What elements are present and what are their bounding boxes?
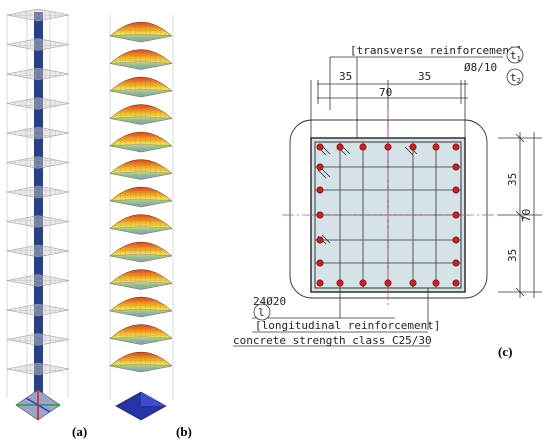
floor-slab-a [6, 185, 70, 199]
dim-right-total: 70 [520, 209, 533, 222]
model-a-base-support [15, 389, 61, 421]
stirrup-spec: Ø8/10 [464, 61, 497, 74]
longitudinal-bar [452, 186, 460, 194]
transverse-reinforcement-label: [transverse reinforcement] [350, 44, 522, 57]
caption-a: (a) [72, 424, 87, 439]
longitudinal-bars [316, 143, 460, 287]
concrete-class-label: concrete strength class C25/30 [233, 334, 432, 347]
longitudinal-bar [316, 236, 324, 244]
longitudinal-bar [316, 186, 324, 194]
longitudinal-bar [316, 143, 324, 151]
right-dimension-lines [498, 132, 542, 298]
longitudinal-bar [316, 259, 324, 267]
floor-slab-a [6, 362, 70, 376]
caption-b: (b) [176, 424, 192, 439]
floor-slab-a-fill [7, 274, 69, 287]
longitudinal-bar [409, 143, 417, 151]
longitudinal-bar [336, 143, 344, 151]
svg-text:l: l [258, 306, 265, 319]
longitudinal-bar [359, 279, 367, 287]
longitudinal-bar [336, 279, 344, 287]
longitudinal-bar [432, 143, 440, 151]
tag-l: l [253, 303, 271, 321]
bottom-leaders [252, 288, 429, 333]
longitudinal-bar [452, 279, 460, 287]
floor-slab-a [6, 274, 70, 287]
floor-slab-a-fill [7, 215, 69, 228]
floor-slab-a-fill [7, 127, 69, 139]
floor-slab-a [6, 97, 70, 110]
longitudinal-bar [452, 143, 460, 151]
floor-slab-a [6, 303, 70, 317]
floor-slab-a [6, 215, 70, 228]
caption-c: (c) [498, 344, 512, 359]
section-outline [289, 119, 488, 299]
longitudinal-bar [452, 236, 460, 244]
top-dimension-lines [310, 57, 468, 142]
floor-slab-a-fill [7, 38, 69, 51]
slab-b-edge [109, 88, 173, 98]
structural-model-b [109, 15, 174, 421]
slab-b-edge [109, 198, 173, 208]
slab-b-edge [109, 61, 173, 70]
model-b-bounding-frame [109, 15, 174, 400]
structural-model-a [6, 8, 70, 421]
floor-slab-a-fill [7, 97, 69, 110]
dim-top-left: 35 [339, 70, 352, 83]
longitudinal-bar [316, 163, 324, 171]
floor-slab-a [6, 8, 70, 22]
longitudinal-bar [432, 279, 440, 287]
slab-b-edge [109, 336, 173, 345]
slab-b-edge [109, 116, 173, 125]
svg-text:t1: t1 [510, 49, 521, 63]
dim-top-total: 70 [379, 86, 392, 99]
dim-right-top: 35 [506, 173, 519, 186]
longitudinal-reinforcement-label: [longitudinal reinforcement] [255, 319, 440, 332]
longitudinal-bar [384, 143, 392, 151]
model-b-deformed-slabs [109, 21, 173, 373]
slab-b-edge [109, 363, 173, 373]
longitudinal-count: 24Ø20 [253, 295, 286, 308]
longitudinal-bar [452, 259, 460, 267]
longitudinal-bar [452, 211, 460, 219]
dim-right-bottom: 35 [506, 249, 519, 262]
floor-slab-a-fill [7, 304, 69, 316]
floor-slab-a [6, 244, 70, 258]
floor-slab-a-fill [7, 68, 69, 80]
floor-slab-a-fill [7, 245, 69, 257]
floor-slab-a-fill [7, 156, 69, 169]
longitudinal-bar [409, 279, 417, 287]
dim-top-right: 35 [418, 70, 431, 83]
tag-t1: t1 [506, 46, 524, 64]
slab-b-edge [109, 226, 173, 235]
floor-slab-a [6, 333, 70, 346]
floor-slab-a-fill [7, 186, 69, 198]
model-b-base-support [115, 391, 167, 421]
slab-b-edge [109, 143, 173, 153]
slab-b-edge [109, 281, 173, 290]
model-a-floor-slabs [6, 8, 70, 376]
floor-slab-a-fill [7, 333, 69, 346]
longitudinal-bar [452, 163, 460, 171]
column-core [34, 12, 43, 400]
floor-slab-a [6, 156, 70, 169]
column-cross-section: [transverse reinforcement] t1 t2 Ø8/10 3… [233, 44, 542, 347]
slab-b-edge [109, 33, 173, 43]
longitudinal-bar [316, 211, 324, 219]
slab-b-edge [109, 253, 173, 263]
floor-slab-a-fill [7, 363, 69, 375]
floor-slab-a [6, 38, 70, 51]
svg-text:t2: t2 [510, 71, 521, 85]
floor-slab-a-fill [7, 9, 69, 21]
floor-slab-a [6, 126, 70, 140]
slab-b-edge [109, 308, 173, 318]
longitudinal-bar [359, 143, 367, 151]
longitudinal-bar [316, 279, 324, 287]
slab-b-edge [109, 171, 173, 180]
tag-t2: t2 [506, 68, 524, 86]
floor-slab-a [6, 67, 70, 81]
longitudinal-bar [384, 279, 392, 287]
